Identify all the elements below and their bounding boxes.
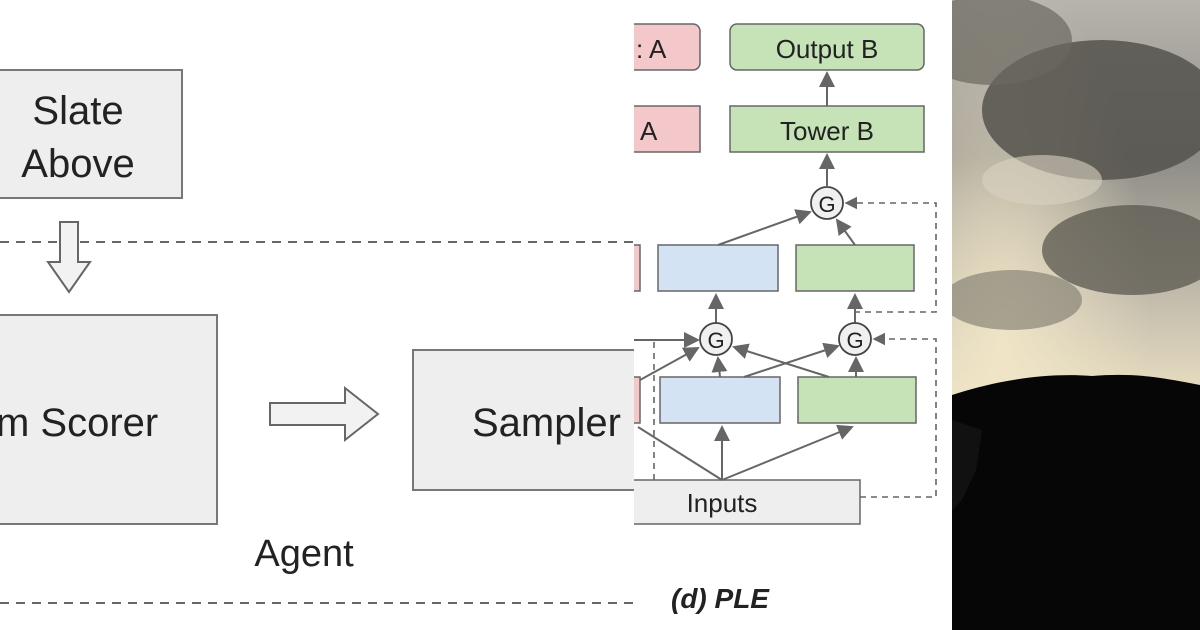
sky-photo-panel: [952, 0, 1200, 630]
slate-above-label-line2: Above: [21, 142, 134, 186]
cloud-mid-2: [952, 270, 1082, 330]
dashed-feed-left-gate: [653, 339, 698, 480]
arrow-upper-blue-to-gate: [717, 209, 812, 246]
arrow-inputs-to-green: [721, 424, 854, 481]
tower-b-label: Tower B: [780, 116, 874, 146]
lower-expert-blue: [659, 376, 781, 424]
output-a-label: : A: [636, 34, 667, 64]
gate-lower-left-label: G: [707, 328, 724, 353]
right-block-arrow: [269, 385, 380, 443]
sampler-box: [412, 349, 634, 491]
upper-expert-pink: [634, 244, 641, 292]
inputs-label: Inputs: [687, 488, 758, 518]
output-b-box: [729, 23, 925, 71]
gate-lower-right-label: G: [846, 328, 863, 353]
gate-top-label: G: [818, 192, 835, 217]
hill-silhouette: [952, 374, 1200, 630]
upper-expert-blue: [657, 244, 779, 292]
tower-a-box: [634, 105, 701, 153]
tower-a-label: A: [640, 116, 658, 146]
ple-diagram-panel: : A Output B A Tower B G G G: [634, 0, 954, 630]
arrow-lower-green-to-left-gate: [732, 343, 830, 378]
upper-expert-green: [795, 244, 915, 292]
cloud-light-1: [982, 155, 1102, 205]
sampler-label: Sampler: [472, 401, 621, 445]
dashed-feed-top-gate: [844, 196, 937, 313]
item-scorer-label: m Scorer: [0, 401, 158, 445]
sky-silhouette-photo: [952, 0, 1200, 630]
rock-silhouette: [952, 420, 982, 510]
arrow-lower-blue-to-right-gate: [743, 342, 840, 378]
slate-above-box: [0, 69, 183, 199]
gate-lower-left-circle: [699, 322, 733, 356]
arrow-lower-blue-to-left-gate: [711, 356, 728, 378]
dashed-feed-right-gate: [860, 332, 937, 498]
ple-diagram: : A Output B A Tower B G G G: [634, 23, 937, 614]
down-block-arrow: [46, 221, 92, 294]
lower-expert-green: [797, 376, 917, 424]
arrow-pink-to-left-gate: [639, 347, 700, 381]
lower-expert-pink: [634, 376, 641, 424]
output-a-box: [634, 23, 701, 71]
agent-label: Agent: [254, 533, 354, 575]
ple-caption: (d) PLE: [671, 583, 770, 614]
agent-diagram: Slate Above m Scorer Sampler Agent: [0, 69, 634, 604]
arrow-upper-green-to-gate: [835, 218, 856, 246]
inputs-box: [634, 479, 861, 525]
cloud-mid-1: [1042, 205, 1200, 295]
arrow-inputs-to-pink: [637, 426, 723, 481]
slate-above-label-line1: Slate: [32, 89, 123, 133]
output-b-label: Output B: [776, 34, 879, 64]
agent-diagram-panel: Slate Above m Scorer Sampler Agent: [0, 69, 634, 604]
item-scorer-box: [0, 314, 218, 525]
cloud-dark-2: [952, 0, 1072, 85]
gate-lower-right-circle: [838, 322, 872, 356]
